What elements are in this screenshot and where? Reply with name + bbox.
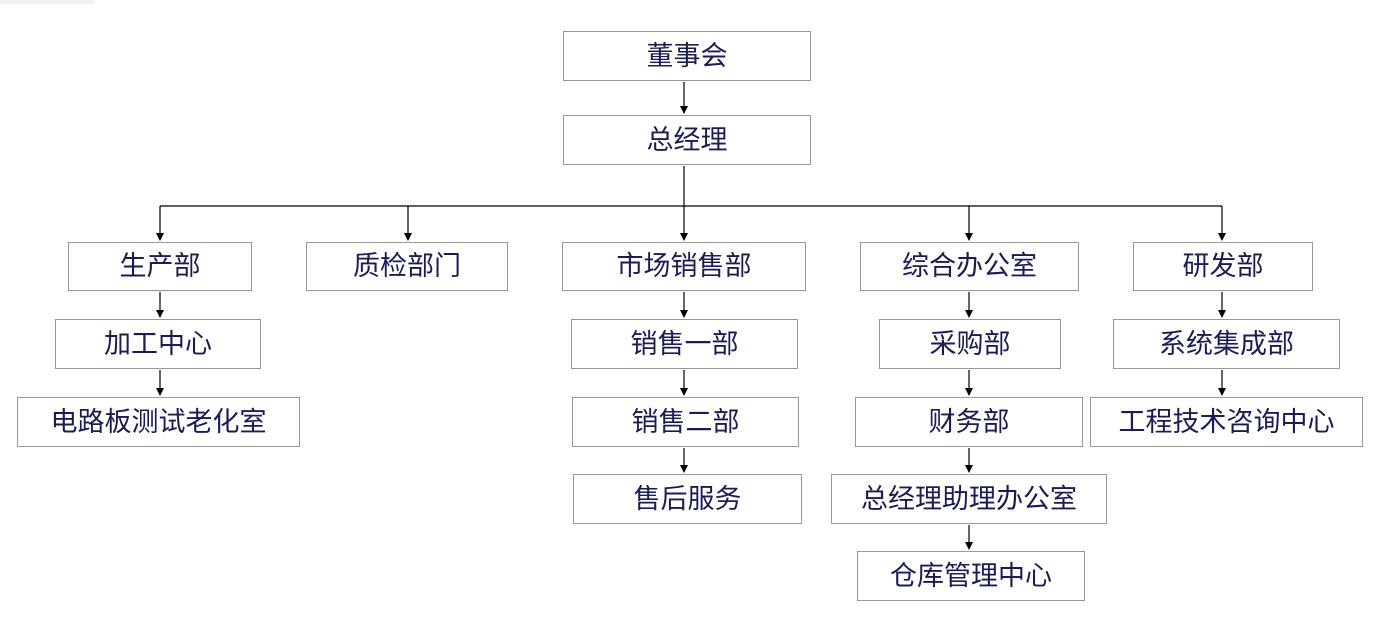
node-general-manager: 总经理 bbox=[563, 115, 811, 165]
node-machining-center: 加工中心 bbox=[55, 319, 261, 369]
node-engineering-consulting-center: 工程技术咨询中心 bbox=[1090, 397, 1363, 447]
node-after-sales-service: 售后服务 bbox=[573, 474, 802, 524]
corner-decoration bbox=[0, 0, 96, 4]
node-rnd-dept: 研发部 bbox=[1133, 242, 1313, 291]
node-marketing-sales-dept: 市场销售部 bbox=[562, 242, 806, 291]
node-sales-dept-2: 销售二部 bbox=[572, 397, 799, 447]
node-finance-dept: 财务部 bbox=[855, 397, 1083, 447]
node-sales-dept-1: 销售一部 bbox=[571, 319, 798, 369]
node-warehouse-center: 仓库管理中心 bbox=[857, 551, 1085, 601]
node-production-dept: 生产部 bbox=[68, 242, 252, 291]
node-system-integration-dept: 系统集成部 bbox=[1113, 319, 1340, 369]
node-purchasing-dept: 采购部 bbox=[879, 319, 1061, 369]
node-gm-assistant-office: 总经理助理办公室 bbox=[831, 474, 1107, 524]
node-quality-dept: 质检部门 bbox=[306, 242, 508, 291]
node-board: 董事会 bbox=[563, 31, 811, 81]
node-pcb-test-aging-room: 电路板测试老化室 bbox=[17, 397, 300, 447]
node-general-office: 综合办公室 bbox=[860, 242, 1079, 291]
